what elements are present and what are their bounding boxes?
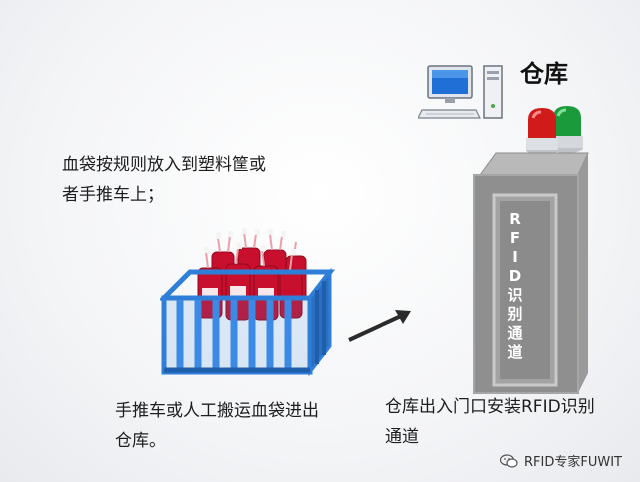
instruction-line: 仓库出入门口安装RFID识别 [385,397,595,417]
instruction-line: 手推车或人工搬运血袋进出 [115,401,319,421]
instruction-load-blood-bags: 血袋按规则放入到塑料筐或 者手推车上； [62,150,312,210]
rfid-gate-label-char: 道 [507,343,523,361]
rfid-gate-tower [473,152,589,394]
rfid-gate-label-char: F [509,229,521,247]
watermark: RFID专家FUWIT [500,451,622,470]
warehouse-title: 仓库 [520,60,568,88]
rfid-gate-label-char: D [508,267,522,285]
rfid-gate-label-char: 别 [507,305,523,323]
rfid-gate-label-char: 通 [507,324,523,342]
instruction-install-rfid-gate: 仓库出入门口安装RFID识别 通道 [385,392,635,452]
arrow-icon [348,310,411,342]
beacon-light-icon [526,106,583,155]
instruction-line: 通道 [385,427,419,447]
wechat-icon [500,453,518,468]
rfid-gate-label-char: 识 [507,286,523,304]
crate [160,267,335,377]
rfid-gate-label-char: I [512,248,518,266]
instruction-line: 者手推车上； [62,185,164,205]
instruction-line: 仓库。 [115,431,166,451]
computer-icon [418,65,503,119]
instruction-line: 血袋按规则放入到塑料筐或 [62,155,266,175]
rfid-gate-label-char: R [509,210,521,228]
watermark-text: RFID专家FUWIT [524,455,622,470]
instruction-move-blood-bags: 手推车或人工搬运血袋进出 仓库。 [115,396,365,456]
blood-bag-crate-icon [160,228,335,377]
